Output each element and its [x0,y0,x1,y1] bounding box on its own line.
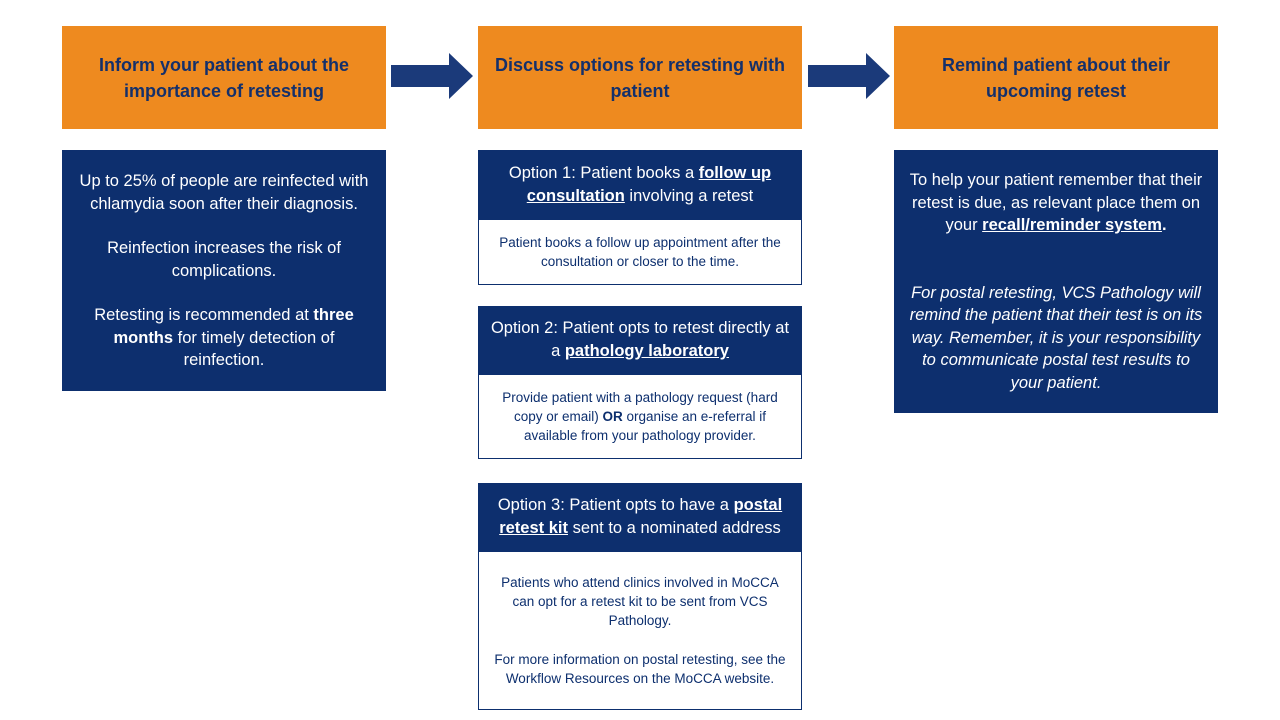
option-2-body-post: organise an e-referral if available from… [524,409,767,443]
step-1-title: Inform your patient about the importance… [99,54,349,101]
option-3-head-pre: Option 3: Patient opts to have a [497,496,734,514]
option-2-body-pre: Provide patient with a pathology request… [502,390,778,424]
remind-p1-pre: To help your patient remember that their… [909,171,1203,234]
step-1-header: Inform your patient about the importance… [62,26,386,129]
arrow-right-icon-2 [808,53,890,99]
option-2-body: Provide patient with a pathology request… [478,374,802,459]
option-3-link[interactable]: postal retest kit [499,496,783,537]
arrow-right-icon [391,53,473,99]
option-3-header: Option 3: Patient opts to have a postal … [478,483,802,551]
step-3-title: Remind patient about their upcoming rete… [941,54,1170,101]
inform-paragraph-1: Up to 25% of people are reinfected with … [79,172,369,213]
inform-box: Up to 25% of people are reinfected with … [62,150,386,391]
inform-paragraph-2: Reinfection increases the risk of compli… [107,239,341,280]
option-1-head-post: involving a retest [624,186,754,205]
option-1-header: Option 1: Patient books a follow up cons… [478,150,802,219]
inform-p3-bold: three months [113,306,354,347]
option-2-body-bold: OR [602,409,623,424]
remind-paragraph-1: To help your patient remember that their… [908,169,1204,237]
remind-paragraph-2: For postal retesting, VCS Pathology will… [909,283,1203,392]
remind-recall-link[interactable]: recall/reminder system [982,216,1162,234]
inform-p3-pre: Retesting is recommended at [94,306,314,324]
option-3-body: Patients who attend clinics involved in … [478,551,802,710]
option-3-text-2: For more information on postal retesting… [494,652,786,686]
option-2-head-pre: Option 2: Patient opts to retest directl… [490,319,790,360]
step-3-header: Remind patient about their upcoming rete… [894,26,1218,129]
remind-box: To help your patient remember that their… [894,150,1218,413]
option-2-header: Option 2: Patient opts to retest directl… [478,306,802,374]
inform-p3-post: for timely detection of reinfection. [173,328,335,370]
step-2-title: Discuss options for retesting with patie… [494,54,786,101]
option-1-head-pre: Option 1: Patient books a [508,163,699,182]
option-1-body: Patient books a follow up appointment af… [478,219,802,285]
inform-paragraph-3: Retesting is recommended at three months… [72,304,376,372]
remind-p1-post: . [1161,216,1167,234]
option-1-link[interactable]: follow up consultation [526,163,772,205]
option-2-text: Provide patient with a pathology request… [489,388,791,445]
option-3-head-post: sent to a nominated address [567,519,781,537]
step-2-header: Discuss options for retesting with patie… [478,26,802,129]
option-1-text: Patient books a follow up appointment af… [499,235,781,269]
option-2-link[interactable]: pathology laboratory [564,342,729,360]
option-3-text-1: Patients who attend clinics involved in … [501,575,779,628]
